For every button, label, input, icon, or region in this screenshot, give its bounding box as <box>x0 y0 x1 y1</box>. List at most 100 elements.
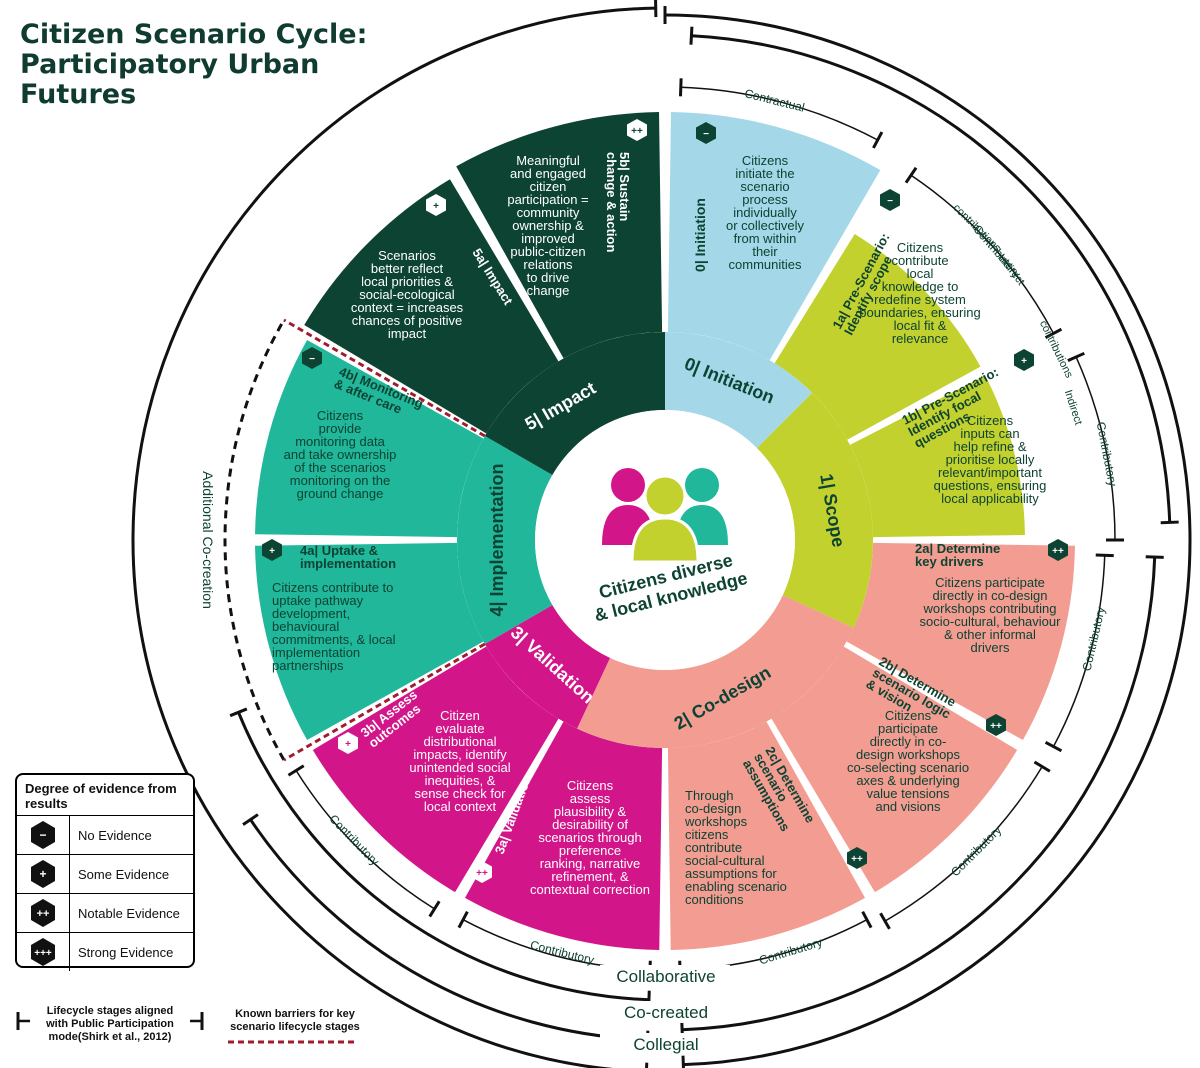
svg-text:−: − <box>309 354 315 365</box>
label-indirect-2: Indirect <box>1062 388 1085 426</box>
additional-cocreation-arc <box>223 319 286 761</box>
stage-ring <box>457 332 873 748</box>
contributory-arc-3 <box>1052 555 1106 747</box>
footer-barriers-note: Known barriers for key scenario lifecycl… <box>230 1008 360 1033</box>
substage-5a <box>304 179 559 434</box>
footer-lifecycle-note: Lifecycle stages aligned with Public Par… <box>30 1005 190 1044</box>
legend-label-strong-evidence: Strong Evidence <box>78 944 174 960</box>
contributory-arc-2 <box>1075 356 1116 541</box>
legend-row-strong-evidence: +++ Strong Evidence <box>17 933 193 971</box>
barrier-line-0 <box>283 642 486 762</box>
stage-ring-3 <box>484 605 611 729</box>
evidence-hex-5b-icon: ++ <box>627 119 647 141</box>
substage-ring <box>255 112 1075 950</box>
substage-2c <box>667 721 866 950</box>
evidence-hex-2b-icon: ++ <box>986 714 1006 736</box>
title-line-1: Citizen Scenario Cycle: <box>20 19 368 50</box>
svg-text:++: ++ <box>1052 546 1064 557</box>
evidence-hex-3b-icon: + <box>338 732 358 754</box>
legend-label-some-evidence: Some Evidence <box>78 866 170 882</box>
substage-3b <box>312 646 559 893</box>
svg-text:+: + <box>433 201 439 212</box>
label-contributory-3: Contributory <box>1080 606 1108 673</box>
contractual-arc <box>680 86 879 141</box>
collaborative-ring-top <box>691 34 1172 523</box>
substage-2b <box>771 646 1018 893</box>
title-line-3: Futures <box>20 79 137 110</box>
legend-row-no-evidence: − No Evidence <box>17 816 193 855</box>
svg-text:+++: +++ <box>34 948 52 959</box>
svg-text:++: ++ <box>851 854 863 865</box>
stage-ring-0 <box>665 332 813 449</box>
cocreated-ring-right <box>664 13 1192 1067</box>
legend-label-no-evidence: No Evidence <box>78 827 152 843</box>
collegial-ring <box>131 6 656 1068</box>
barrier-dash-icon <box>228 1040 356 1044</box>
svg-text:++: ++ <box>631 126 643 137</box>
title-line-2: Participatory Urban <box>20 49 320 80</box>
notable-evidence-hex-icon: ++ <box>31 899 55 927</box>
substage-4a <box>255 542 484 741</box>
substage-4b <box>255 339 484 538</box>
substage-3a <box>464 721 663 950</box>
svg-text:−: − <box>39 828 46 842</box>
svg-text:−: − <box>887 196 893 207</box>
svg-text:+: + <box>1021 356 1027 367</box>
no-evidence-hex-icon: − <box>31 821 55 849</box>
collaborative-ring-left <box>237 711 649 1002</box>
substage-1b <box>849 375 1025 538</box>
legend-title: Degree of evidence from results <box>17 775 193 816</box>
evidence-hex-1b-icon: + <box>1014 349 1034 371</box>
label-collaborative: Collaborative <box>616 967 715 986</box>
label-contributory-2: Contributory <box>1094 421 1120 488</box>
people-icon <box>602 468 728 564</box>
center-hub: Citizens diverse & local knowledge <box>535 410 795 670</box>
cocreated-ring-left <box>249 818 648 1042</box>
stage-ring-4 <box>457 436 553 644</box>
substage-title-0: 0| Initiation <box>692 198 708 272</box>
label-additional-cocreation: Additional Co-creation <box>200 471 216 609</box>
evidence-hex-5a-icon: + <box>426 194 446 216</box>
evidence-hex-4b-icon: − <box>302 347 322 369</box>
label-collegial: Collegial <box>633 1035 698 1054</box>
label-contributory-5: Contributory <box>757 935 824 968</box>
legend-row-notable-evidence: ++ Notable Evidence <box>17 894 193 933</box>
svg-text:++: ++ <box>37 908 50 920</box>
stage-ring-1 <box>756 392 873 628</box>
substage-1a <box>774 234 981 440</box>
svg-text:++: ++ <box>990 721 1002 732</box>
evidence-hex-2a-icon: ++ <box>1048 539 1068 561</box>
svg-text:+: + <box>269 546 275 557</box>
label-contributory-1: Contributory <box>970 222 1023 281</box>
strong-evidence-hex-icon: +++ <box>31 938 55 966</box>
substage-title-5b: 5b| Sustainchange & action <box>604 152 632 252</box>
legend-label-notable-evidence: Notable Evidence <box>78 905 180 921</box>
contributory-arc-7 <box>295 770 435 910</box>
substage-5b <box>456 112 663 359</box>
contributory-arc-4 <box>884 766 1043 922</box>
stage-label-4: 4| Implementation <box>487 463 507 616</box>
evidence-legend: Degree of evidence from results − No Evi… <box>15 773 195 971</box>
evidence-hex-0-icon: − <box>696 122 716 144</box>
substage-0 <box>667 112 881 361</box>
evidence-hex-3a-icon: ++ <box>472 861 492 883</box>
svg-text:+: + <box>39 867 46 881</box>
stage-ring-2 <box>577 594 854 748</box>
label-contributory-4: Contributory <box>948 823 1004 879</box>
evidence-hex-4a-icon: + <box>262 539 282 561</box>
label-contractual: Contractual <box>743 86 806 114</box>
some-evidence-hex-icon: + <box>31 860 55 888</box>
substage-title-4a: 4a| Uptake &implementation <box>300 543 396 571</box>
